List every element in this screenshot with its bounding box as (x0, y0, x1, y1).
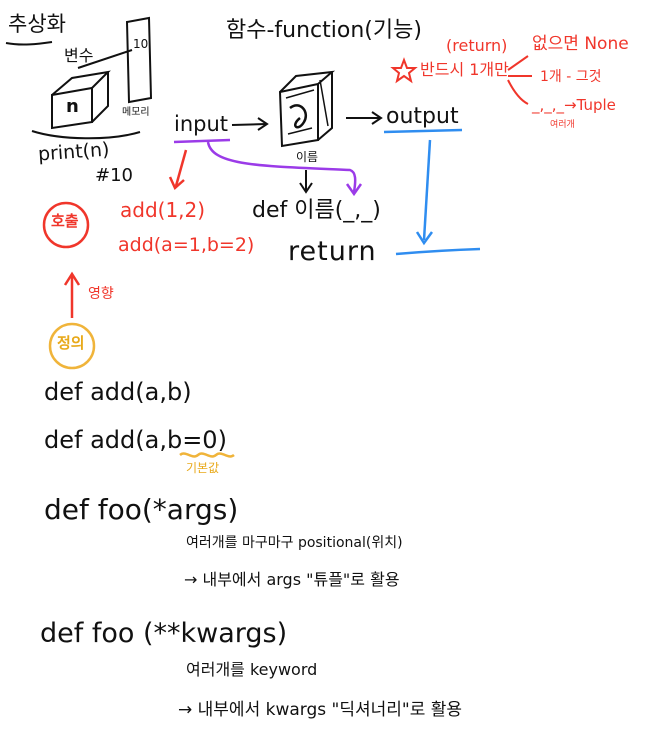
def-4-note: 여러개를 keyword (186, 660, 318, 679)
def-3: def foo(*args) (44, 493, 239, 526)
input-to-params-arrow (206, 141, 357, 193)
def-3-result: → 내부에서 args "튜플"로 활용 (184, 570, 400, 589)
memory-column (125, 16, 153, 104)
rule-many: 여러개 (550, 120, 575, 130)
input-to-call-arrow (174, 149, 188, 187)
definition-badge-circle (48, 322, 96, 370)
def-4-result: → 내부에서 kwargs "딕셔너리"로 활용 (178, 700, 463, 720)
influence-label: 영향 (88, 286, 114, 302)
abstraction-title: 추상화 (8, 12, 66, 36)
def-line: def 이름(_,_) (252, 198, 381, 223)
output-to-return-arrow (422, 139, 432, 241)
input-label: input (174, 112, 229, 136)
title-underline (5, 41, 53, 46)
variable-link (77, 49, 133, 69)
rule-return: (return) (446, 36, 508, 55)
call-badge: 호출 (51, 212, 79, 230)
variable-label: 변수 (64, 46, 94, 65)
output-underline (383, 128, 463, 134)
rule-one: 1개 - 그것 (540, 69, 602, 85)
rule-none: 없으면 None (532, 34, 629, 54)
def-3-note: 여러개를 마구마구 positional(위치) (186, 535, 403, 551)
function-title: 함수-function(기능) (226, 18, 422, 43)
default-squiggle (179, 452, 235, 458)
rule-arrow-none (507, 55, 529, 71)
input-arrow (231, 123, 267, 126)
default-label: 기본값 (186, 461, 220, 475)
def-1: def add(a,b) (44, 378, 192, 406)
return-label: return (288, 236, 377, 267)
print-output: #10 (95, 165, 133, 186)
call-badge-circle (42, 201, 90, 249)
call-example-1: add(1,2) (120, 198, 206, 222)
def-2: def add(a,b=0) (44, 426, 227, 454)
input-underline (173, 138, 231, 144)
function-box (278, 70, 336, 148)
memory-value: 10 (133, 37, 149, 51)
memory-label: 메모리 (122, 107, 150, 118)
rule-tuple: _,_,_→Tuple (532, 96, 616, 114)
return-underline (395, 247, 481, 256)
output-label: output (386, 104, 459, 129)
definition-badge: 정의 (57, 334, 85, 352)
box-letter: n (66, 96, 79, 117)
def-4: def foo (**kwargs) (40, 618, 288, 649)
rule-arrow-tuple (507, 79, 529, 105)
star-icon (390, 57, 418, 84)
variable-box (51, 70, 111, 130)
print-underline (31, 130, 141, 140)
call-example-2: add(a=1,b=2) (118, 234, 255, 256)
rule-must: 반드시 1개만 (420, 60, 509, 79)
name-label: 이름 (296, 150, 319, 164)
print-call: print(n) (37, 138, 111, 166)
